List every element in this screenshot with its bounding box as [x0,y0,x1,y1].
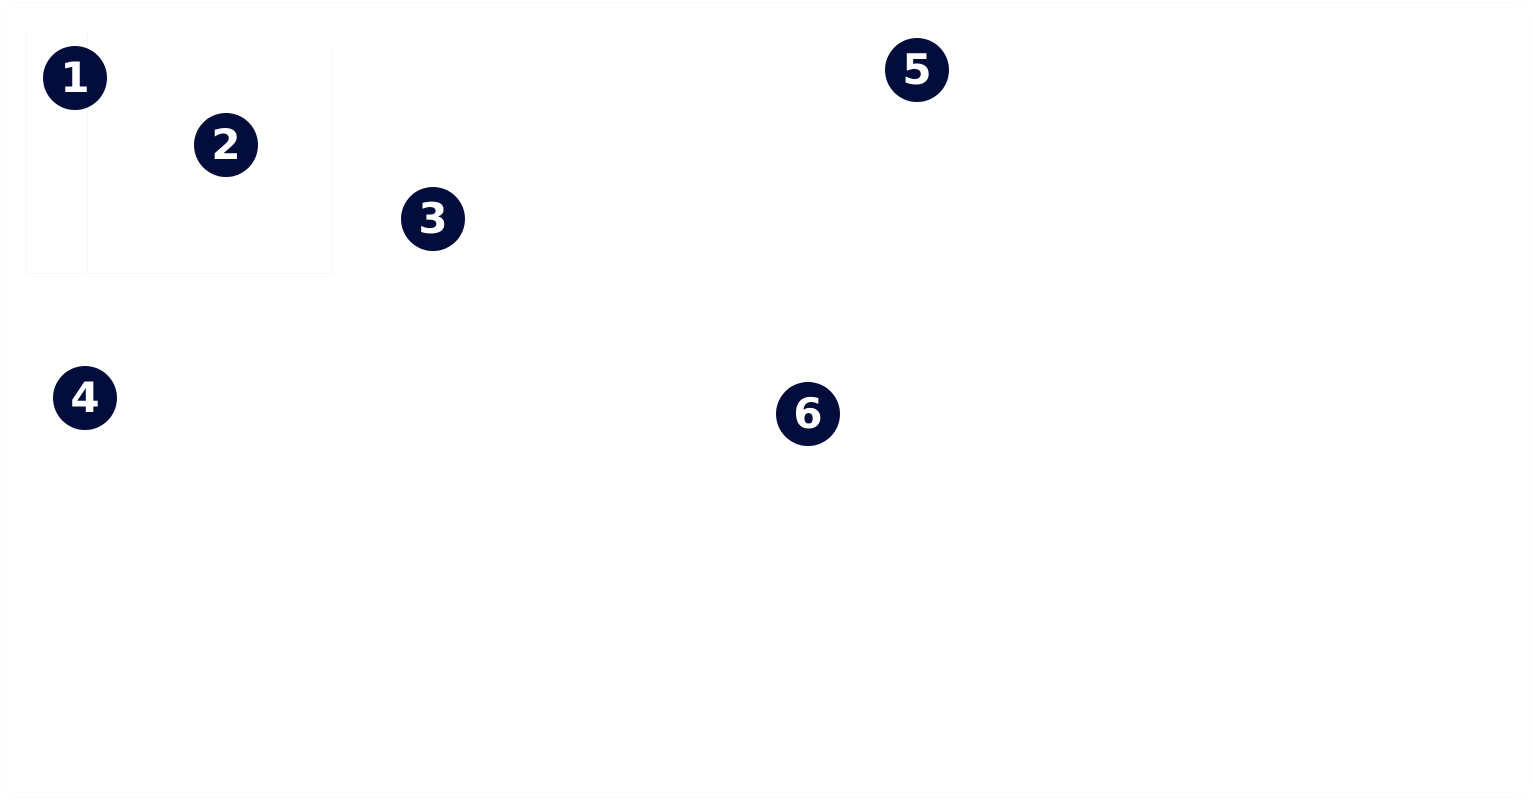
callout-badge-3: 3 [401,187,465,251]
callout-number: 3 [418,194,448,243]
divider [87,30,88,273]
divider [332,50,333,273]
callout-number: 1 [60,53,90,102]
callout-badge-6: 6 [776,382,840,446]
callout-number: 2 [211,120,241,169]
callout-number: 4 [70,373,100,422]
callout-number: 6 [793,389,823,438]
callout-badge-1: 1 [43,46,107,110]
divider [26,30,27,273]
callout-badge-2: 2 [194,113,258,177]
callout-badge-5: 5 [885,38,949,102]
divider [26,273,333,274]
callout-badge-4: 4 [53,366,117,430]
callout-number: 5 [902,45,932,94]
